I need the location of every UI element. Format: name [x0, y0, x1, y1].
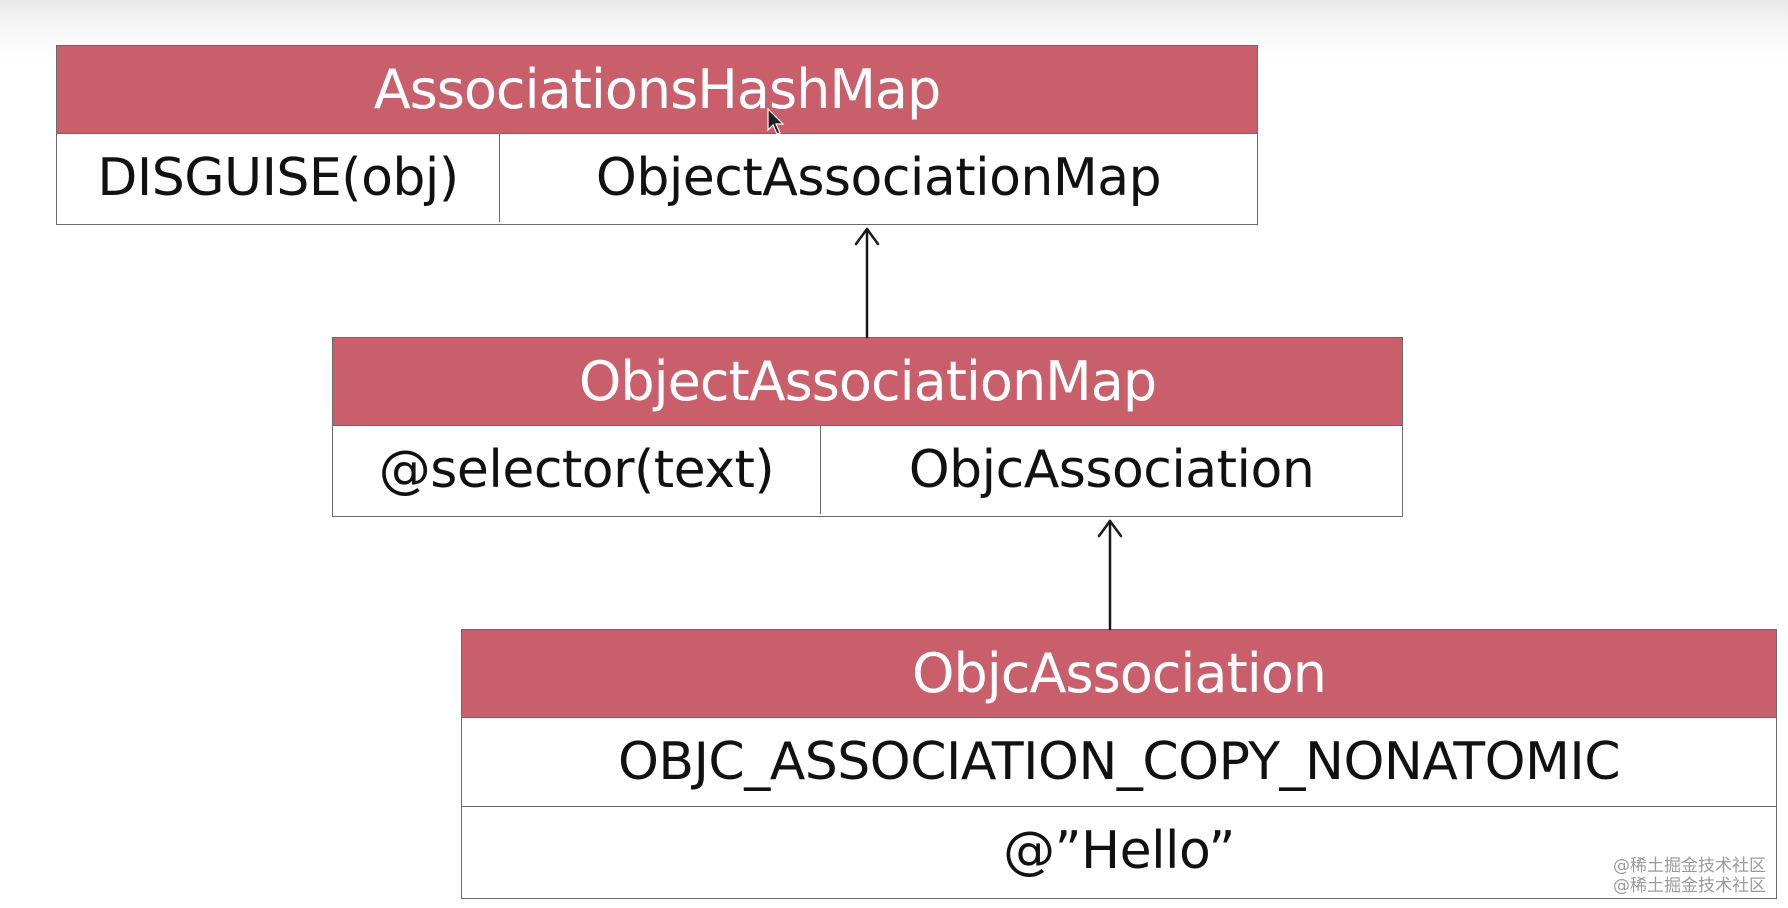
object-association-map-title: ObjectAssociationMap [333, 338, 1402, 426]
objc-association-value-row: @”Hello” [462, 806, 1776, 894]
watermark-line-1: @稀土掘金技术社区 [1613, 856, 1766, 876]
hashmap-value-cell: ObjectAssociationMap [499, 134, 1257, 222]
watermark: @稀土掘金技术社区 @稀土掘金技术社区 [1613, 856, 1766, 896]
associations-hashmap-row: DISGUISE(obj) ObjectAssociationMap [57, 134, 1257, 222]
association-value-cell: @”Hello” [1003, 820, 1235, 881]
associations-hashmap-box: AssociationsHashMap DISGUISE(obj) Object… [56, 45, 1258, 225]
association-policy-cell: OBJC_ASSOCIATION_COPY_NONATOMIC [617, 732, 1621, 792]
arrow-association-to-object-map [1097, 519, 1123, 631]
objc-association-title: ObjcAssociation [462, 630, 1776, 718]
hashmap-key-cell: DISGUISE(obj) [97, 148, 459, 208]
arrow-object-map-to-hashmap [854, 227, 880, 339]
objc-association-box: ObjcAssociation OBJC_ASSOCIATION_COPY_NO… [461, 629, 1777, 899]
object-map-key-cell: @selector(text) [378, 440, 775, 500]
mouse-cursor-icon [767, 108, 785, 135]
associations-hashmap-title: AssociationsHashMap [57, 46, 1257, 134]
object-map-value-cell: ObjcAssociation [820, 426, 1402, 514]
object-association-map-row: @selector(text) ObjcAssociation [333, 426, 1402, 514]
watermark-line-2: @稀土掘金技术社区 [1613, 876, 1766, 896]
object-association-map-box: ObjectAssociationMap @selector(text) Obj… [332, 337, 1403, 517]
objc-association-policy-row: OBJC_ASSOCIATION_COPY_NONATOMIC [462, 718, 1776, 806]
